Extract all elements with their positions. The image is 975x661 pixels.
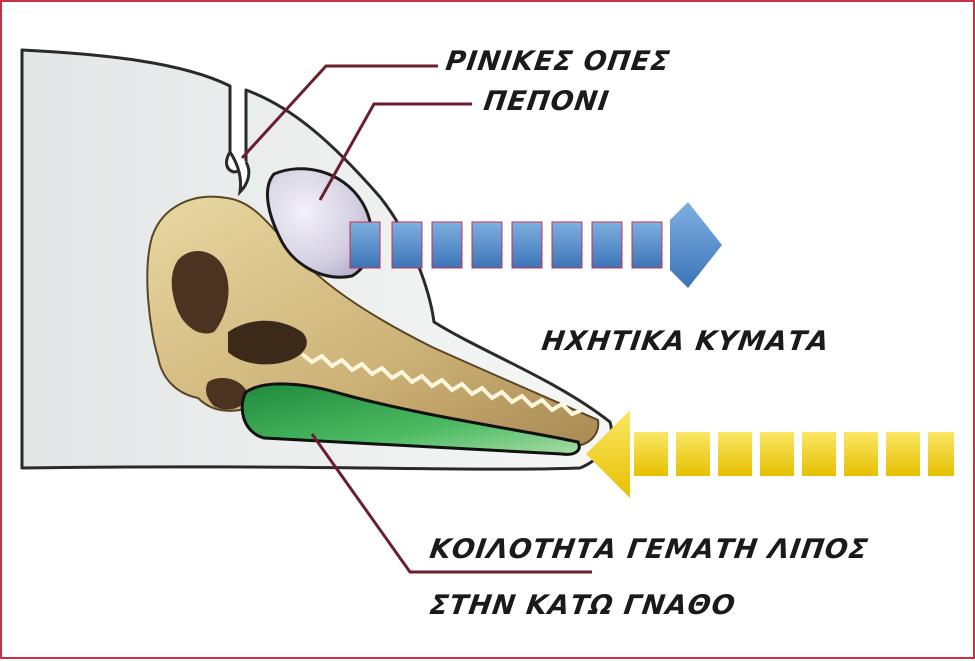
wave-arrowhead-right (670, 202, 722, 288)
wave-block (928, 432, 954, 476)
label-fat-cavity: ΚΟΙΛΟΤΗΤΑ ΓΕΜΑΤΗ ΛΙΠΟΣ (428, 534, 871, 565)
wave-block (634, 432, 668, 476)
wave-block (844, 432, 878, 476)
wave-block (472, 222, 502, 268)
wave-block (802, 432, 836, 476)
wave-block (676, 432, 710, 476)
label-lower-jaw: ΣΤΗΝ ΚΑΤΩ ΓΝΑΘΟ (428, 590, 738, 621)
wave-block (718, 432, 752, 476)
wave-block (392, 222, 422, 268)
wave-block (432, 222, 462, 268)
wave-block (760, 432, 794, 476)
wave-block (632, 222, 662, 268)
label-nostrils: ΡΙΝΙΚΕΣ ΟΠΕΣ (444, 46, 672, 77)
wave-block (886, 432, 920, 476)
incoming-sound-waves (586, 410, 954, 498)
wave-block (592, 222, 622, 268)
wave-block (552, 222, 582, 268)
label-sound-waves: ΗΧΗΤΙΚΑ ΚΥΜΑΤΑ (540, 326, 832, 357)
label-melon: ΠΕΠΟΝΙ (482, 86, 612, 117)
wave-block (512, 222, 542, 268)
wave-block (350, 222, 380, 268)
